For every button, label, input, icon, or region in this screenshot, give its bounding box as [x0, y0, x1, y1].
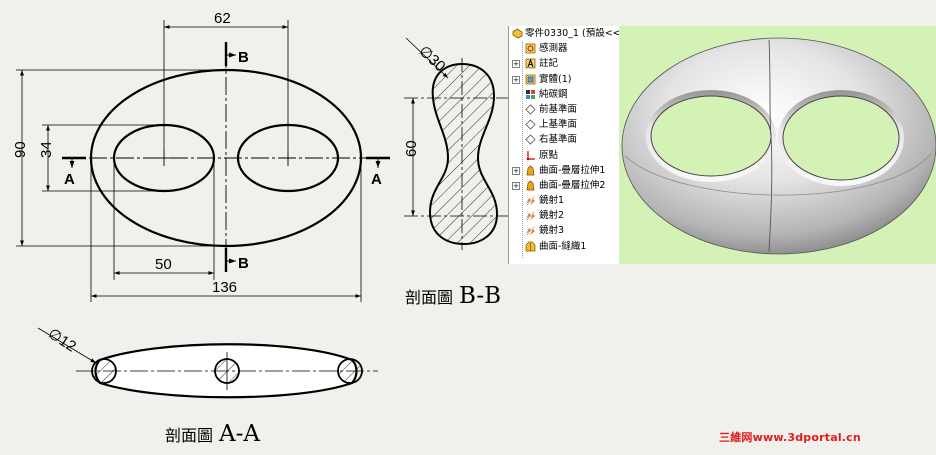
3d-part-render — [621, 37, 936, 255]
tree-item-top-plane[interactable]: 上基準面 — [509, 117, 620, 132]
tree-item-label: 鏡射3 — [539, 225, 565, 237]
tree-item-label: 實體(1) — [539, 73, 572, 85]
tree-item-label: 純碳鋼 — [539, 88, 568, 100]
dim-62: 62 — [214, 10, 231, 27]
tree-item-label: 曲面-縫織1 — [539, 240, 587, 252]
tree-item-front-plane[interactable]: 前基準面 — [509, 102, 620, 117]
label-a-right: A — [371, 171, 382, 188]
dim-50: 50 — [155, 256, 172, 273]
tree-item-sensors[interactable]: 感測器 — [509, 41, 620, 56]
tree-item-surface-loft-2[interactable]: + 曲面-疊層拉伸2 — [509, 178, 620, 193]
label-a-left: A — [64, 171, 75, 188]
tree-item-label: 感測器 — [539, 43, 568, 55]
dim-phi12: ∅12 — [45, 325, 79, 355]
material-icon — [526, 89, 535, 99]
tree-item-label: 原點 — [539, 149, 559, 161]
mirror-icon — [526, 195, 536, 206]
tree-item-origin[interactable]: 原點 — [509, 148, 620, 163]
plane-icon — [525, 119, 536, 130]
expand-toggle[interactable]: + — [512, 60, 520, 69]
tree-item-label: 上基準面 — [539, 119, 578, 131]
loft-surface-icon — [526, 165, 535, 176]
dim-60: 60 — [403, 140, 420, 157]
tree-item-annotations[interactable]: + 註記 — [509, 56, 620, 71]
section-b-b-profile — [428, 62, 499, 246]
knit-surface-icon — [525, 241, 536, 251]
tree-item-label: 曲面-疊層拉伸2 — [539, 179, 606, 191]
tree-item-mirror-3[interactable]: 鏡射3 — [509, 223, 620, 238]
solid-body-icon — [525, 74, 536, 84]
expand-toggle[interactable]: + — [512, 166, 520, 175]
plane-icon — [525, 134, 536, 145]
tree-item-label: 鏡射1 — [539, 195, 565, 207]
tree-item-solid-bodies[interactable]: + 實體(1) — [509, 72, 620, 87]
tree-item-label: 右基準面 — [539, 134, 578, 146]
tree-item-mirror-2[interactable]: 鏡射2 — [509, 208, 620, 223]
mirror-icon — [526, 226, 536, 236]
tree-item-label: 鏡射2 — [539, 210, 565, 222]
expand-toggle[interactable]: + — [512, 181, 520, 190]
tree-item-part[interactable]: 零件0330_1 (預設<< — [509, 26, 620, 41]
tree-item-label: 零件0330_1 (預設<< — [525, 28, 621, 39]
tree-item-label: 前基準面 — [539, 103, 578, 115]
mirror-icon — [526, 211, 536, 221]
annotation-icon — [525, 58, 536, 69]
tree-item-label: 註記 — [539, 58, 559, 70]
dim-90: 90 — [12, 141, 29, 158]
feature-tree-panel: 零件0330_1 (預設<< 感測器 + 註記 + 實體(1) 純碳鋼 前基準面… — [508, 26, 621, 264]
tree-item-right-plane[interactable]: 右基準面 — [509, 132, 620, 147]
tree-item-label: 曲面-疊層拉伸1 — [539, 164, 606, 176]
loft-surface-icon — [526, 180, 535, 191]
origin-icon — [526, 150, 535, 160]
label-b-top: B — [238, 49, 249, 66]
dim-136: 136 — [212, 279, 237, 296]
plane-icon — [525, 104, 536, 115]
tree-item-mirror-1[interactable]: 鏡射1 — [509, 193, 620, 208]
tree-item-surface-knit-1[interactable]: 曲面-縫織1 — [509, 239, 620, 254]
section-a-a — [37, 327, 378, 399]
part-icon — [512, 28, 523, 39]
tree-item-material[interactable]: 純碳鋼 — [509, 87, 620, 102]
label-b-bottom: B — [238, 255, 249, 272]
watermark: 三維网www.3dportal.cn — [719, 431, 861, 444]
expand-toggle[interactable]: + — [512, 75, 520, 84]
tree-item-surface-loft-1[interactable]: + 曲面-疊層拉伸1 — [509, 163, 620, 178]
front-view — [16, 20, 390, 302]
section-b-b — [404, 37, 508, 250]
sensor-icon — [525, 43, 536, 54]
dim-34: 34 — [38, 141, 55, 158]
3d-model-viewport[interactable] — [619, 26, 936, 264]
